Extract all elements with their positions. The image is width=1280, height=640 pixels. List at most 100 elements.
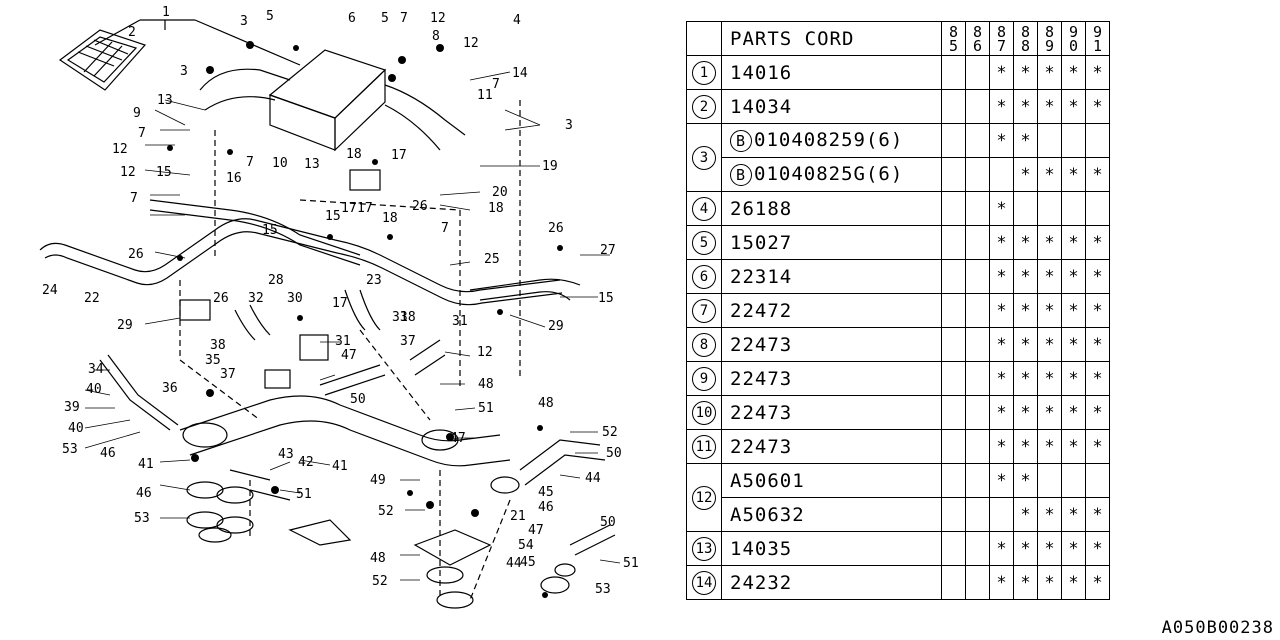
pipe-lines [39,218,563,306]
year-mark: * [989,395,1014,430]
year-mark [941,225,966,260]
callout-number: 48 [370,551,386,566]
ref-number-cell: 3 [686,123,722,192]
year-mark: * [989,123,1014,158]
ref-number: 10 [692,401,716,425]
part-code: A50632 [730,503,805,526]
callout-number: 49 [370,473,386,488]
callout-number: 51 [296,487,312,502]
year-mark [1085,123,1110,158]
callout-number: 27 [600,243,616,258]
year-mark [965,259,990,294]
year-mark: * [1085,259,1110,294]
year-mark: * [989,327,1014,362]
year-mark: * [1013,225,1038,260]
part-code: 24232 [730,571,793,594]
year-mark [1061,123,1086,158]
year-mark [1061,191,1086,226]
year-mark: * [1013,531,1038,566]
callout-number: 31 [452,314,468,329]
year-digit: 8 [1020,22,1031,41]
ref-number-cell: 13 [686,531,722,566]
intake-manifold [179,395,511,501]
year-mark [965,225,990,260]
callout-number: 17 [357,201,373,216]
part-code-cell: A50632 [721,497,942,532]
year-mark [989,157,1014,192]
callout-number: 7 [492,77,500,92]
ref-number-cell: 7 [686,293,722,328]
callout-number: 50 [606,446,622,461]
callout-number: 45 [538,485,554,500]
year-mark [965,157,990,192]
diagram-linework [39,19,621,609]
year-mark [965,429,990,464]
year-mark: * [1061,55,1086,90]
year-mark [941,55,966,90]
part-code-cell: 24232 [721,565,942,600]
year-mark: * [1085,89,1110,124]
callout-number: 13 [157,93,173,108]
year-mark: * [1061,259,1086,294]
callout-number: 23 [366,273,382,288]
part-code: 01040825G(6) [754,163,904,186]
year-mark: * [1085,565,1110,600]
callout-number: 21 [510,509,526,524]
year-mark: * [989,293,1014,328]
callout-number: 9 [133,106,141,121]
callout-number: 53 [134,511,150,526]
ref-number: 13 [692,537,716,561]
year-mark: * [1037,565,1062,600]
callout-number: 17 [332,296,348,311]
callout-number: 26 [548,221,564,236]
callout-number: 35 [205,353,221,368]
year-mark: * [1013,89,1038,124]
year-digit: 8 [996,22,1007,41]
callout-number: 30 [287,291,303,306]
year-mark [965,463,990,498]
ref-number-cell: 6 [686,259,722,294]
part-code-cell: A50601 [721,463,942,498]
year-mark: * [1037,157,1062,192]
ref-number-cell: 4 [686,191,722,226]
callout-number: 16 [226,171,242,186]
year-mark: * [1013,55,1038,90]
ref-number: 1 [692,61,716,85]
gasket-grid [58,29,147,91]
callout-number: 31 [335,334,351,349]
year-mark: * [1013,497,1038,532]
part-code: 14035 [730,537,793,560]
year-mark [941,361,966,396]
callout-number: 7 [441,221,449,236]
part-code-cell: 14034 [721,89,942,124]
part-code-cell: 14035 [721,531,942,566]
year-mark: * [989,55,1014,90]
callout-number: 42 [298,455,314,470]
gasket-stack-right [413,439,616,609]
callout-number: 45 [520,555,536,570]
callout-number: 26 [412,199,428,214]
part-code-cell: 26188 [721,191,942,226]
year-mark [941,497,966,532]
year-mark: * [1085,55,1110,90]
year-mark: * [1037,225,1062,260]
year-mark: * [1061,395,1086,430]
year-mark [1061,463,1086,498]
callout-number: 47 [341,348,357,363]
callout-number: 15 [262,223,278,238]
year-mark: * [1013,123,1038,158]
callout-number: 41 [138,457,154,472]
part-code-cell: 22314 [721,259,942,294]
callout-number: 1 [162,5,170,20]
year-mark [941,259,966,294]
part-code-cell: 15027 [721,225,942,260]
